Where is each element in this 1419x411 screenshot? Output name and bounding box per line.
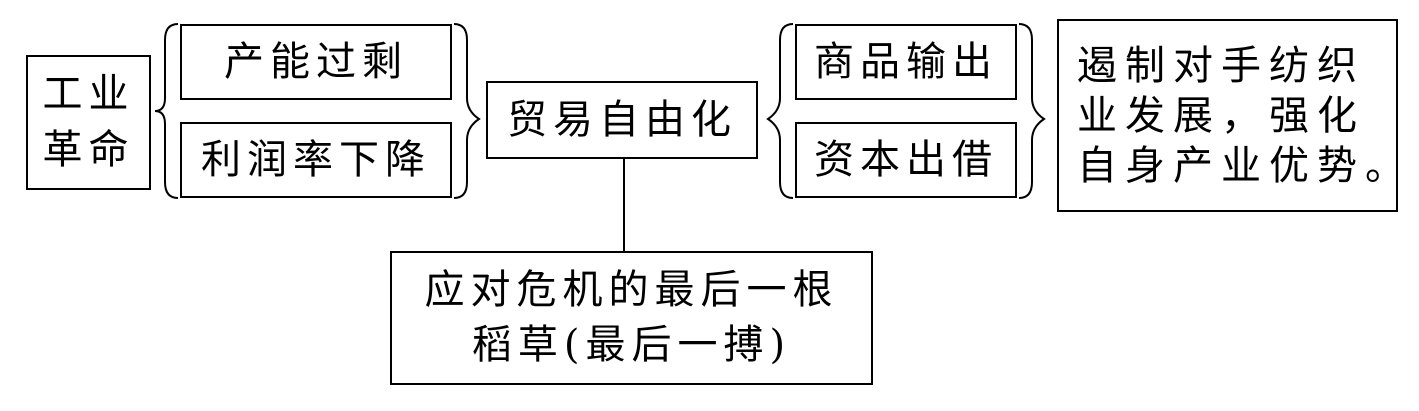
node-goods-export: 商品输出: [795, 24, 1017, 100]
right-brace-2: [1018, 23, 1046, 199]
left-brace-2: [766, 23, 794, 199]
node-crisis-response-line-2: 稻草(最后一搏): [471, 322, 792, 368]
right-brace-1: [453, 23, 481, 199]
node-crisis-response-line-1: 应对危机的最后一根: [424, 266, 839, 313]
node-result-text: 遏制对手纺织 业发展，强化 自身产业优势。: [1077, 41, 1413, 191]
node-industrial-revolution-line-2: 革命: [42, 126, 135, 173]
node-capital-lending-label: 资本出借: [814, 137, 998, 183]
node-result: 遏制对手纺织 业发展，强化 自身产业优势。: [1057, 19, 1405, 212]
node-overcapacity-label: 产能过剩: [224, 39, 408, 85]
node-result-line-2: 业发展，强化: [1077, 92, 1365, 139]
node-capital-lending: 资本出借: [795, 122, 1017, 198]
left-brace-1: [154, 23, 179, 199]
node-profit-decline: 利润率下降: [180, 122, 452, 198]
node-crisis-response-text: 应对危机的最后一根 稻草(最后一搏): [425, 263, 839, 373]
node-overcapacity: 产能过剩: [180, 24, 452, 100]
node-industrial-revolution-line-1: 工业: [42, 71, 135, 118]
node-trade-liberalization-label: 贸易自由化: [507, 97, 737, 143]
node-industrial-revolution: 工业 革命: [26, 55, 151, 190]
node-crisis-response: 应对危机的最后一根 稻草(最后一搏): [390, 251, 873, 385]
node-industrial-revolution-text: 工业 革命: [43, 67, 135, 177]
node-goods-export-label: 商品输出: [814, 39, 998, 85]
node-result-line-3: 自身产业优势。: [1077, 142, 1413, 189]
node-trade-liberalization: 贸易自由化: [486, 81, 758, 159]
node-result-line-1: 遏制对手纺织: [1077, 42, 1365, 89]
node-profit-decline-label: 利润率下降: [201, 137, 431, 183]
